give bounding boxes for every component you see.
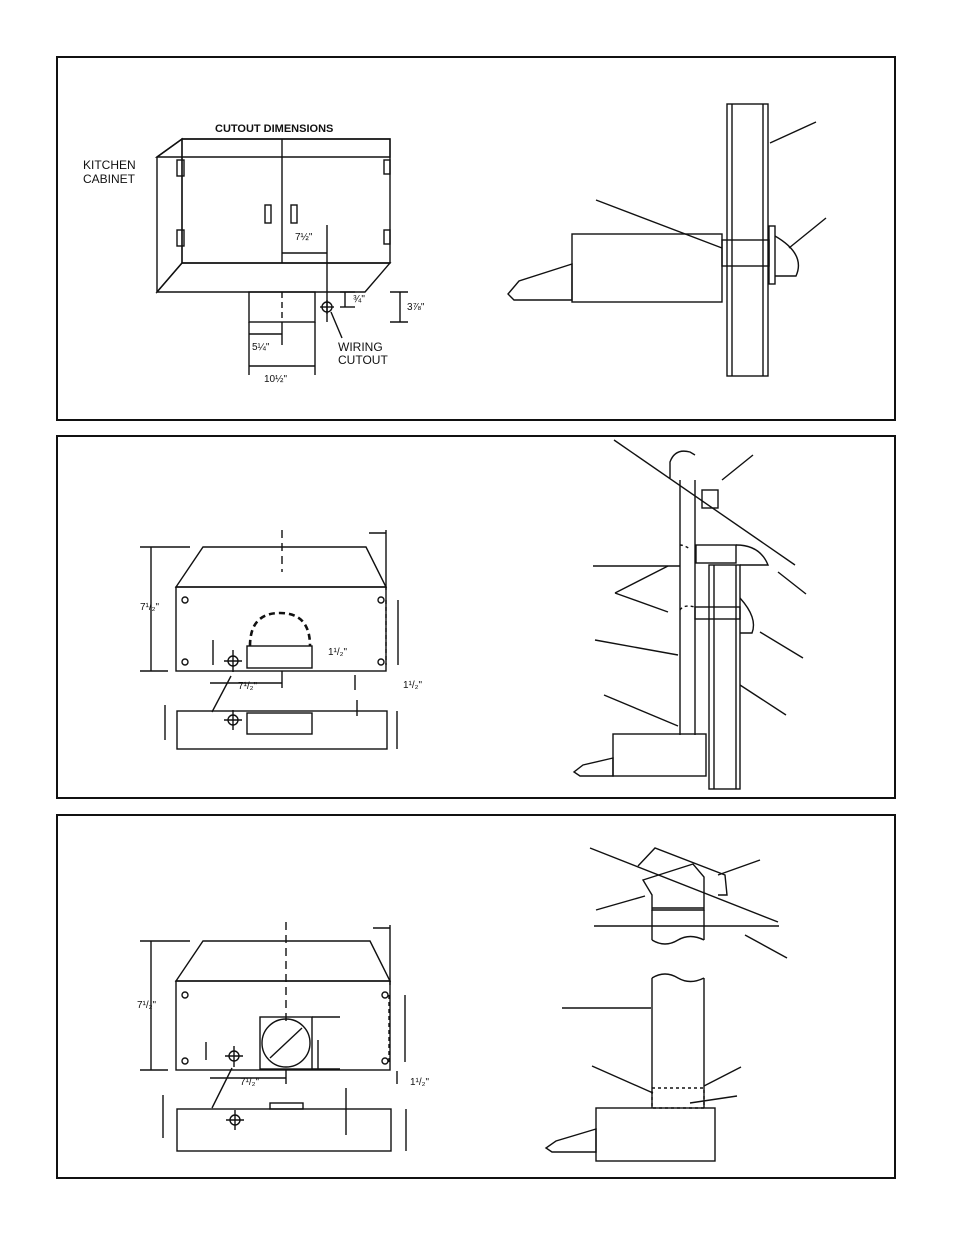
p3-7-5-label: 7¹/₂"	[240, 1077, 260, 1088]
dim-3-7-8-label: 3⅞"	[407, 302, 425, 313]
wall-cap-drawing	[508, 104, 826, 376]
p2-1-5-outer-label: 1¹/₂"	[403, 680, 423, 691]
cutout-label: CUTOUT	[338, 353, 388, 367]
round-duct-box-drawing	[140, 922, 406, 1151]
kitchen-label: KITCHEN	[83, 158, 136, 172]
p3-height-label: 7¹/₂"	[137, 1000, 157, 1011]
wiring-label: WIRING	[338, 340, 383, 354]
p2-1-5-inner-label: 1¹/₂"	[328, 647, 348, 658]
cabinet-label: CABINET	[83, 172, 136, 186]
roof-cap-drawing	[140, 530, 398, 749]
roof-round-duct-drawing	[546, 848, 787, 1161]
p2-7-5-label: 7¹/₂"	[238, 681, 258, 692]
dim-7-5-label: 7½"	[295, 232, 313, 243]
dim-5-1-4-label: 5¼"	[252, 341, 270, 353]
cutout-title: CUTOUT DIMENSIONS	[215, 123, 333, 135]
vertical-duct-drawing	[574, 440, 806, 789]
dim-3-4-label: ¾"	[353, 294, 365, 305]
p3-1-5-outer-label: 1¹/₂"	[410, 1077, 430, 1088]
dim-10-1-2-label: 10½"	[264, 374, 287, 385]
p2-height-label: 7¹/₂"	[140, 602, 160, 613]
